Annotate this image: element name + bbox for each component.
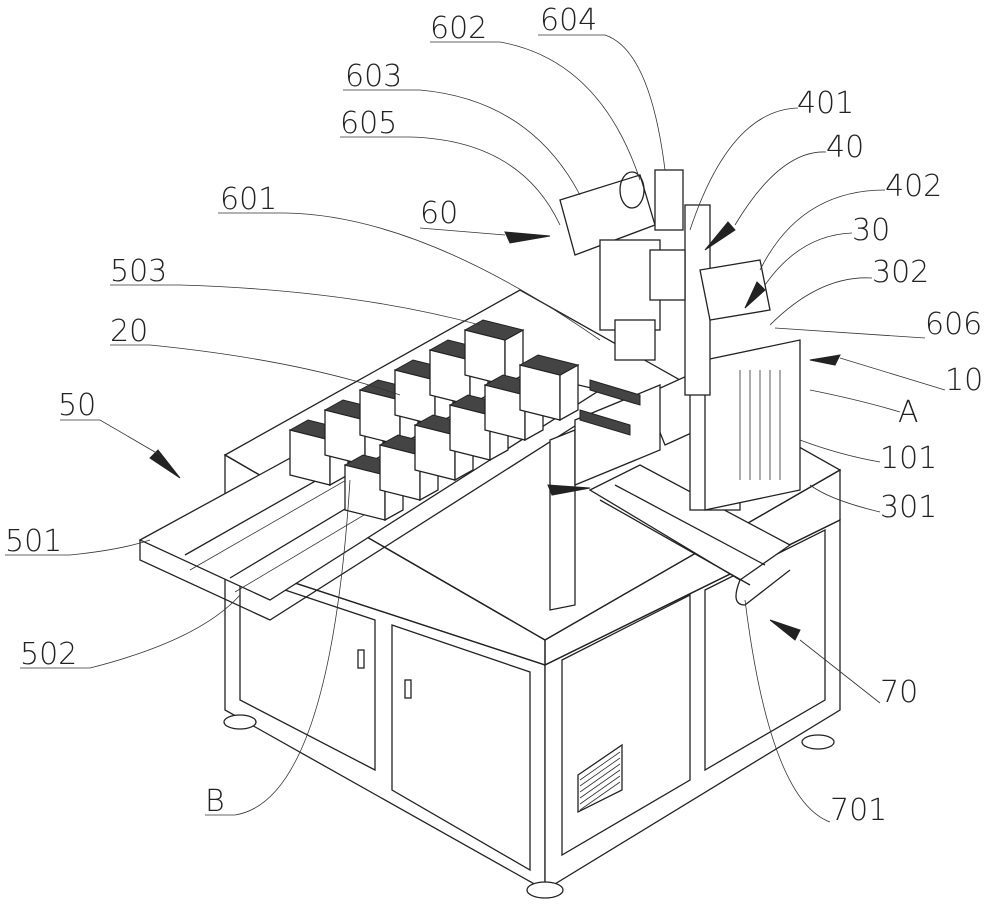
arrow-30 — [744, 281, 766, 309]
label-503: 503 — [110, 254, 167, 289]
label-502: 502 — [20, 637, 77, 672]
label-402: 402 — [885, 169, 942, 204]
material-box — [518, 354, 580, 422]
label-606: 606 — [925, 307, 982, 342]
label-60: 60 — [420, 196, 458, 231]
arrow-40 — [704, 221, 736, 251]
label-501: 501 — [5, 524, 62, 559]
foot — [526, 881, 564, 899]
head-60 — [559, 169, 771, 436]
label-40: 40 — [826, 130, 864, 165]
label-70: 70 — [880, 675, 918, 710]
conveyor-70 — [588, 464, 792, 606]
label-30: 30 — [852, 213, 890, 248]
arrows — [149, 221, 841, 641]
reference-labels: 602 604 603 605 601 60 503 20 50 501 502… — [5, 3, 983, 828]
cabinet — [223, 518, 841, 899]
motor-604 — [654, 169, 684, 231]
vent-grille — [577, 743, 623, 814]
foot — [801, 734, 835, 750]
foot — [223, 714, 257, 730]
label-603: 603 — [345, 59, 402, 94]
label-701: 701 — [830, 793, 887, 828]
label-B: B — [205, 784, 225, 819]
label-301: 301 — [880, 490, 937, 525]
label-302: 302 — [872, 255, 929, 290]
arrow-10 — [809, 354, 841, 366]
leader-lines — [5, 34, 946, 823]
label-602: 602 — [430, 11, 487, 46]
label-20: 20 — [110, 314, 148, 349]
door-handle — [404, 679, 412, 699]
arrow-50 — [149, 449, 181, 479]
arrow-301 — [547, 484, 591, 496]
label-101: 101 — [880, 441, 937, 476]
arrow-70 — [769, 619, 801, 641]
door-handle — [357, 649, 365, 669]
material-box — [463, 319, 525, 387]
arrow-60 — [504, 231, 551, 244]
label-A: A — [898, 395, 919, 430]
label-604: 604 — [540, 3, 597, 38]
label-10: 10 — [945, 363, 983, 398]
label-605: 605 — [340, 106, 397, 141]
module-10 — [704, 339, 801, 511]
label-401: 401 — [797, 86, 854, 121]
label-601: 601 — [220, 182, 277, 217]
label-50: 50 — [58, 388, 96, 423]
material-boxes — [288, 319, 580, 522]
